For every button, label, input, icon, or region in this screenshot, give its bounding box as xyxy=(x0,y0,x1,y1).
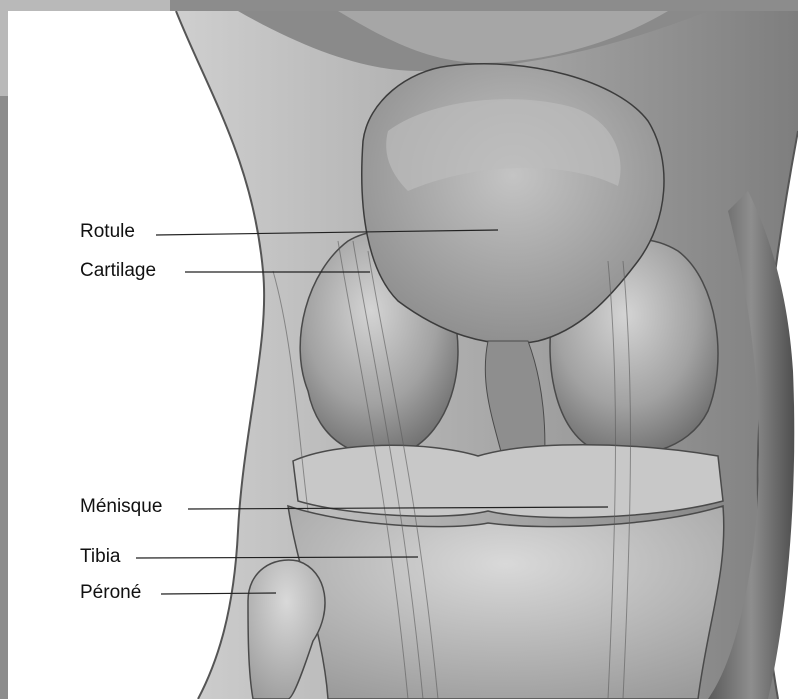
label-rotule: Rotule xyxy=(80,221,135,243)
label-menisque: Ménisque xyxy=(80,496,162,518)
label-perone: Péroné xyxy=(80,582,141,604)
label-tibia: Tibia xyxy=(80,546,120,568)
tibia xyxy=(288,506,724,699)
label-cartilage: Cartilage xyxy=(80,260,156,282)
meniscus xyxy=(293,445,723,518)
illustration-canvas: Rotule Cartilage Ménisque Tibia Péroné xyxy=(8,11,798,699)
